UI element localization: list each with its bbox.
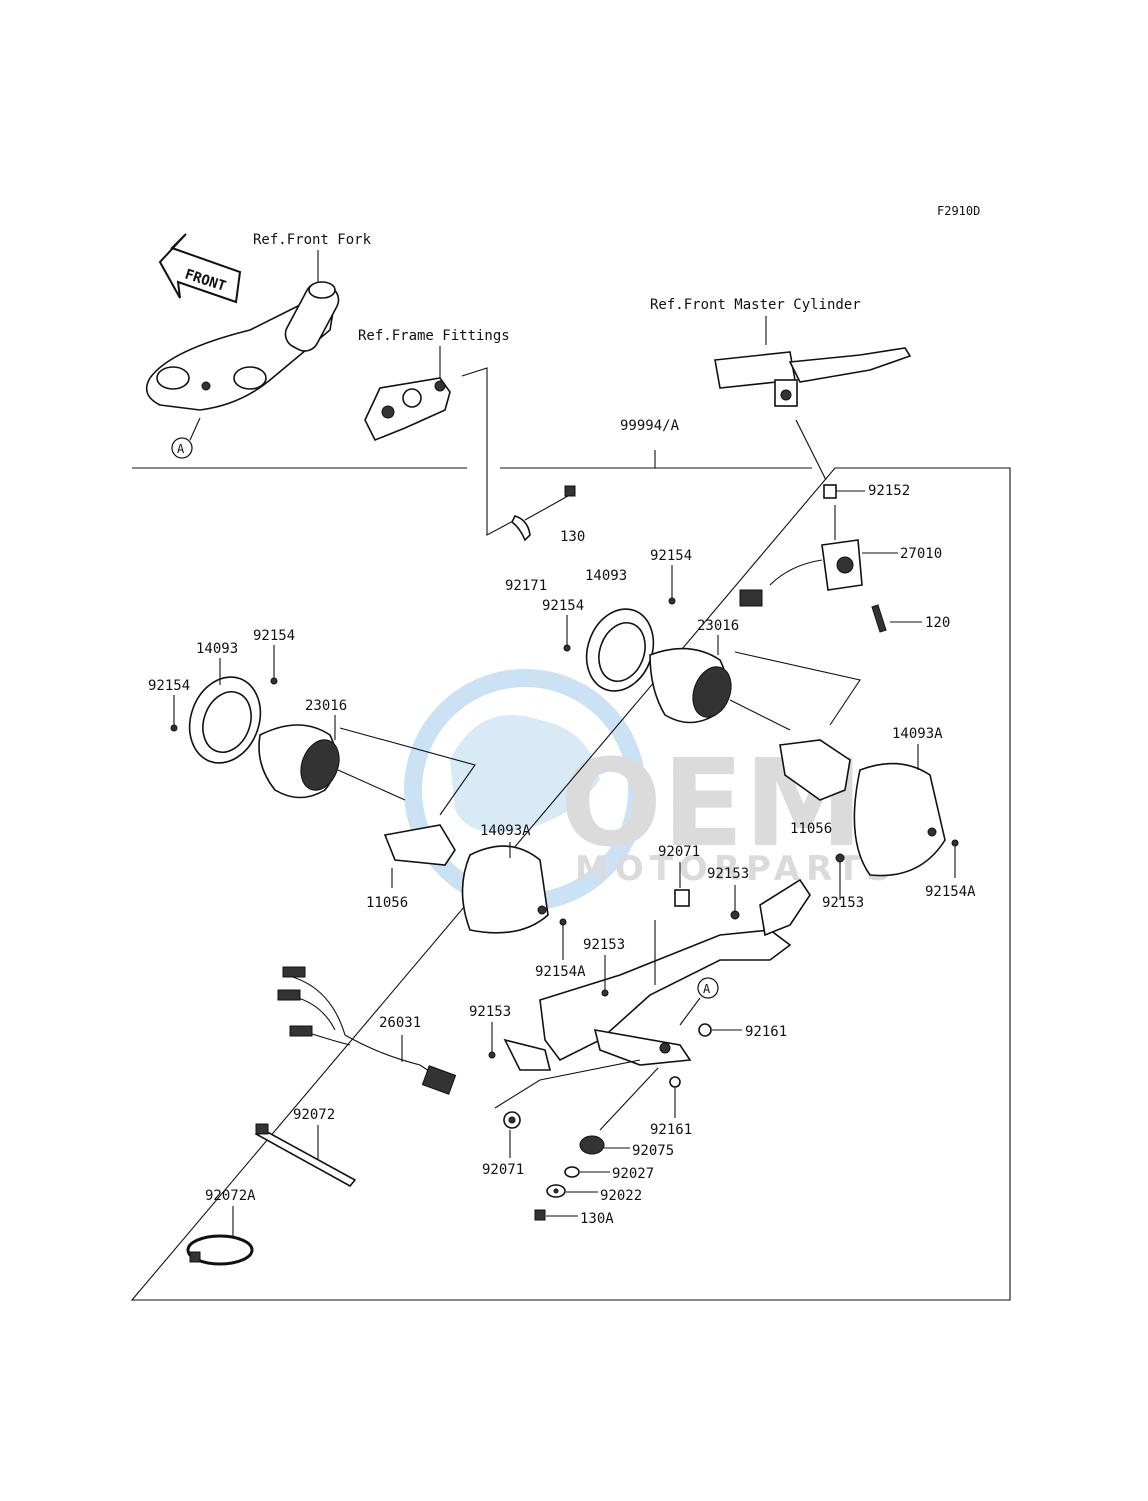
label-92027: 92027 [612, 1166, 654, 1182]
right-lens-14093A [853, 762, 946, 877]
washer-92022 [546, 1184, 566, 1198]
label-92022: 92022 [600, 1188, 642, 1204]
right-bracket-11056 [779, 739, 851, 801]
label-92171: 92171 [505, 578, 547, 594]
label-92072: 92072 [293, 1107, 335, 1123]
label-92154A-l: 92154A [535, 964, 586, 980]
label-92152: 92152 [868, 483, 910, 499]
label-92075: 92075 [632, 1143, 674, 1159]
front-master-cylinder-drawing [714, 347, 912, 407]
ref-marker-a-top: A [171, 437, 193, 459]
label-23016-r: 23016 [697, 618, 739, 634]
bolt-130A [534, 1209, 546, 1221]
label-92153-b: 92153 [822, 895, 864, 911]
grommet-92075 [579, 1067, 659, 1155]
label-14093-l: 14093 [196, 641, 238, 657]
label-92154-r1: 92154 [650, 548, 692, 564]
left-bracket-11056 [383, 824, 456, 866]
ref-frame-fittings-label: Ref.Frame Fittings [358, 328, 510, 344]
label-92153-d: 92153 [469, 1004, 511, 1020]
ref-front-fork-label: Ref.Front Fork [253, 232, 372, 248]
wiring-harness-26031 [277, 966, 457, 1095]
diagram-code: F2910D [937, 204, 980, 218]
label-14093A-l: 14093A [480, 823, 531, 839]
label-92161-a: 92161 [745, 1024, 787, 1040]
label-23016-l: 23016 [305, 698, 347, 714]
label-11056-r: 11056 [790, 821, 832, 837]
kit-label: 99994/A [620, 418, 680, 434]
label-120: 120 [925, 615, 950, 631]
collar-92027 [564, 1166, 580, 1178]
label-92154A-r: 92154A [925, 884, 976, 900]
label-92154-l1: 92154 [253, 628, 295, 644]
label-92071-bottom: 92071 [482, 1162, 524, 1178]
front-arrow-icon: FRONT [158, 233, 242, 304]
label-26031: 26031 [379, 1015, 421, 1031]
main-bracket-drawing [488, 853, 845, 1088]
label-92072A: 92072A [205, 1188, 256, 1204]
kit-box [130, 450, 1011, 1301]
front-fork-yoke-drawing [145, 281, 340, 411]
label-14093-r: 14093 [585, 568, 627, 584]
label-27010: 27010 [900, 546, 942, 562]
bracket-92171 [510, 515, 531, 542]
frame-fittings-drawing [364, 377, 451, 442]
left-lamp-assembly [170, 676, 567, 934]
ref-front-master-cylinder-label: Ref.Front Master Cylinder [650, 297, 861, 313]
label-92153-a: 92153 [707, 866, 749, 882]
switch-27010-drawing [739, 484, 887, 633]
clip-92071-top [674, 889, 690, 907]
label-14093A-r: 14093A [892, 726, 943, 742]
watermark-globe-land [450, 715, 600, 833]
svg-text:A: A [177, 442, 185, 456]
svg-text:A: A [703, 982, 711, 996]
clip-92071-bottom [494, 1059, 641, 1129]
label-92161-b: 92161 [650, 1122, 692, 1138]
cable-tie-92072A [186, 1234, 254, 1266]
label-92154-r2: 92154 [542, 598, 584, 614]
label-92154-l2: 92154 [148, 678, 190, 694]
label-11056-l: 11056 [366, 895, 408, 911]
bolt-130 [524, 485, 576, 521]
left-lens-14093A [461, 845, 549, 934]
ref-marker-a-bracket: A [697, 977, 719, 999]
right-lamp-assembly [563, 597, 959, 877]
cable-tie-92072 [254, 1123, 357, 1188]
label-92071-top: 92071 [658, 844, 700, 860]
label-92153-c: 92153 [583, 937, 625, 953]
label-130A: 130A [580, 1211, 614, 1227]
label-130: 130 [560, 529, 585, 545]
